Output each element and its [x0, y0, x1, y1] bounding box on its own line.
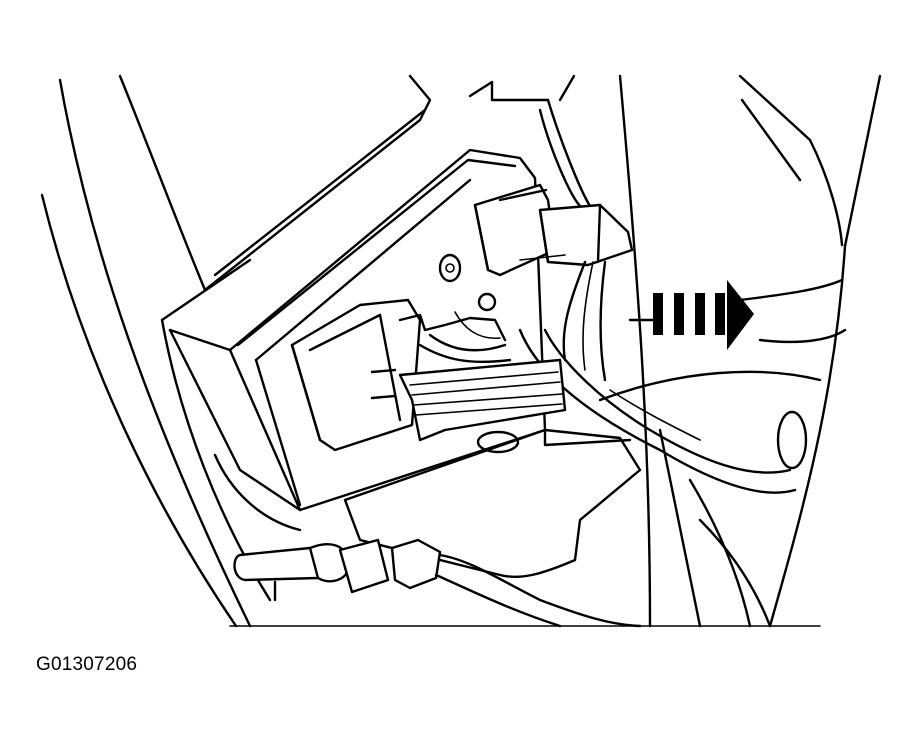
bottom-harness: [233, 538, 642, 628]
jumper-wires: [398, 311, 512, 364]
figure-id-label: G01307206: [36, 654, 138, 675]
base-plate: [343, 428, 642, 579]
direction-arrow-icon: [653, 280, 754, 350]
upper-bracket: [468, 74, 592, 208]
right-frame: [598, 74, 882, 628]
upper-connector: [473, 183, 634, 277]
trim-panel-left: [40, 74, 432, 628]
lower-connector: [290, 298, 567, 452]
